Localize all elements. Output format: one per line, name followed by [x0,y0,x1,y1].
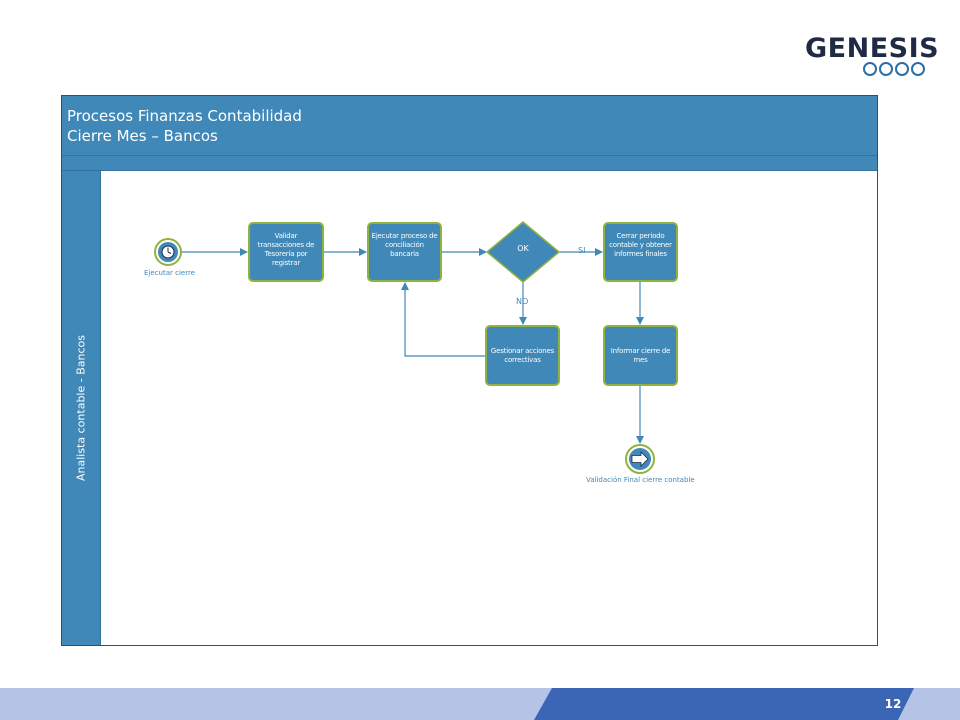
task-validar[interactable]: Validar transacciones de Tesorería por r… [248,222,324,282]
flow-no-label: NO [516,297,529,306]
flow-yes-label: SI [578,246,586,255]
start-event-label: Ejecutar cierre [144,269,195,277]
task-ejecutar[interactable]: Ejecutar proceso de conciliación bancari… [367,222,442,282]
pool-title-line2: Cierre Mes – Bancos [67,127,218,145]
task-informar[interactable]: Informar cierre de mes [603,325,678,386]
footer-bar [0,688,960,720]
gateway-label: OK [517,244,529,253]
pool-title-line1: Procesos Finanzas Contabilidad [67,107,302,125]
logo-ring [911,62,925,76]
logo-ring [863,62,877,76]
lane-header: Analista contable - Bancos [62,171,101,645]
page-number: 12 [884,697,902,711]
pool-band [62,156,877,171]
task-cerrar[interactable]: Cerrar periodo contable y obtener inform… [603,222,678,282]
lane-label: Analista contable - Bancos [74,335,88,481]
process-pool: Procesos Finanzas Contabilidad Cierre Me… [61,95,878,646]
end-event-label: Validación Final cierre contable [586,476,695,484]
genesis-logo: GENESIS [805,33,940,79]
pool-title: Procesos Finanzas Contabilidad Cierre Me… [67,106,302,146]
pool-header: Procesos Finanzas Contabilidad Cierre Me… [62,96,877,156]
logo-ring [879,62,893,76]
logo-ring [895,62,909,76]
logo-text: GENESIS [805,33,940,64]
logo-rings [863,61,929,77]
task-gestionar[interactable]: Gestionar acciones correctivas [485,325,560,386]
